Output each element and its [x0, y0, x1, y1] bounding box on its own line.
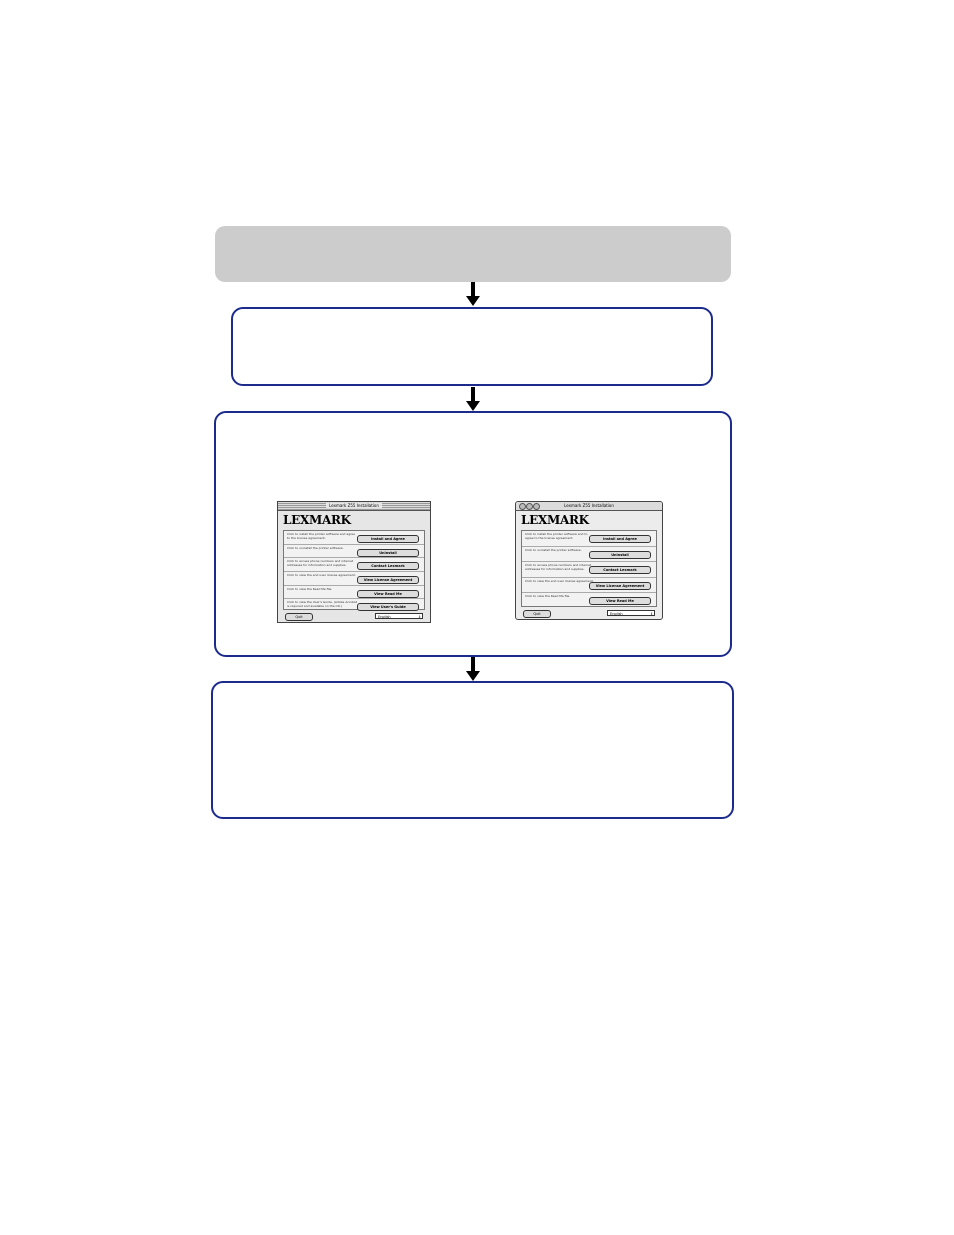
uninstall-button[interactable]: Uninstall [589, 550, 651, 559]
option-description: Click to uninstall the printer software. [525, 547, 582, 552]
lexmark-logo: LEXMARK [521, 513, 589, 527]
view-read-me-button[interactable]: View Read Me [589, 597, 651, 606]
option-description: Click to access phone numbers and intern… [287, 559, 354, 567]
option-row: Click to view the User's Guide. (Adobe A… [284, 599, 424, 612]
installer-footer: Quit English ⇕ [283, 612, 425, 621]
select-arrows-icon: ⇕ [650, 612, 653, 616]
close-window-icon[interactable] [519, 503, 526, 510]
minimize-window-icon[interactable] [526, 503, 533, 510]
window-title: Lexmark Z55 Installation [564, 503, 614, 508]
quit-button[interactable]: Quit [285, 613, 313, 621]
installer-screenshot-classic: Lexmark Z55 Installation LEXMARK Click t… [277, 501, 431, 623]
option-row: Click to install the printer software an… [522, 531, 656, 547]
select-arrows-icon: ⇕ [418, 615, 421, 619]
flow-arrow-down-icon [466, 387, 480, 411]
option-row: Click to view the end user license agree… [284, 572, 424, 586]
contact-lexmark-button[interactable]: Contact Lexmark [357, 562, 419, 571]
installer-screenshot-osx: Lexmark Z55 Installation LEXMARK Click t… [515, 501, 663, 620]
option-row: Click to access phone numbers and intern… [522, 562, 656, 578]
zoom-window-icon[interactable] [533, 503, 540, 510]
option-row: Click to view the Read Me file. View Read… [522, 593, 656, 608]
flow-step-header [215, 226, 731, 282]
option-description: Click to view the User's Guide. (Adobe A… [287, 600, 357, 608]
option-row: Click to access phone numbers and intern… [284, 558, 424, 572]
option-row: Click to uninstall the printer software.… [522, 547, 656, 563]
view-license-button[interactable]: View License Agreement [357, 575, 419, 584]
window-titlebar: Lexmark Z55 Installation [516, 502, 662, 511]
flow-step-4 [211, 681, 734, 819]
language-value: English [378, 615, 391, 619]
option-row: Click to view the Read Me file. View Read… [284, 586, 424, 600]
option-description: Click to uninstall the printer software. [287, 545, 344, 550]
installer-options-panel: Click to install the printer software an… [521, 530, 657, 607]
option-description: Click to view the end user license agree… [525, 578, 594, 583]
option-row: Click to install the printer software an… [284, 531, 424, 545]
view-license-button[interactable]: View License Agreement [589, 581, 651, 590]
option-description: Click to view the end user license agree… [287, 572, 356, 577]
option-description: Click to install the printer software an… [525, 532, 588, 540]
option-description: Click to access phone numbers and intern… [525, 563, 592, 571]
lexmark-logo: LEXMARK [283, 513, 351, 527]
installer-footer: Quit English ⇕ [521, 609, 657, 618]
window-titlebar: Lexmark Z55 Installation [278, 502, 430, 511]
installer-options-panel: Click to install the printer software an… [283, 530, 425, 612]
window-title: Lexmark Z55 Installation [326, 503, 382, 508]
contact-lexmark-button[interactable]: Contact Lexmark [589, 566, 651, 575]
uninstall-button[interactable]: Uninstall [357, 548, 419, 557]
flow-arrow-down-icon [466, 657, 480, 681]
view-users-guide-button[interactable]: View User's Guide [357, 603, 419, 612]
flow-step-2 [231, 307, 713, 386]
flow-arrow-down-icon [466, 282, 480, 306]
language-select[interactable]: English ⇕ [607, 610, 655, 616]
option-description: Click to view the Read Me file. [287, 586, 333, 591]
install-and-agree-button[interactable]: Install and Agree [357, 535, 419, 543]
flow-step-3 [214, 411, 732, 657]
option-row: Click to view the end user license agree… [522, 578, 656, 594]
option-row: Click to uninstall the printer software.… [284, 545, 424, 559]
option-description: Click to view the Read Me file. [525, 594, 571, 599]
view-read-me-button[interactable]: View Read Me [357, 589, 419, 598]
quit-button[interactable]: Quit [523, 610, 551, 618]
install-and-agree-button[interactable]: Install and Agree [589, 535, 651, 543]
language-value: English [610, 612, 623, 616]
language-select[interactable]: English ⇕ [375, 613, 423, 619]
option-description: Click to install the printer software an… [287, 532, 355, 540]
